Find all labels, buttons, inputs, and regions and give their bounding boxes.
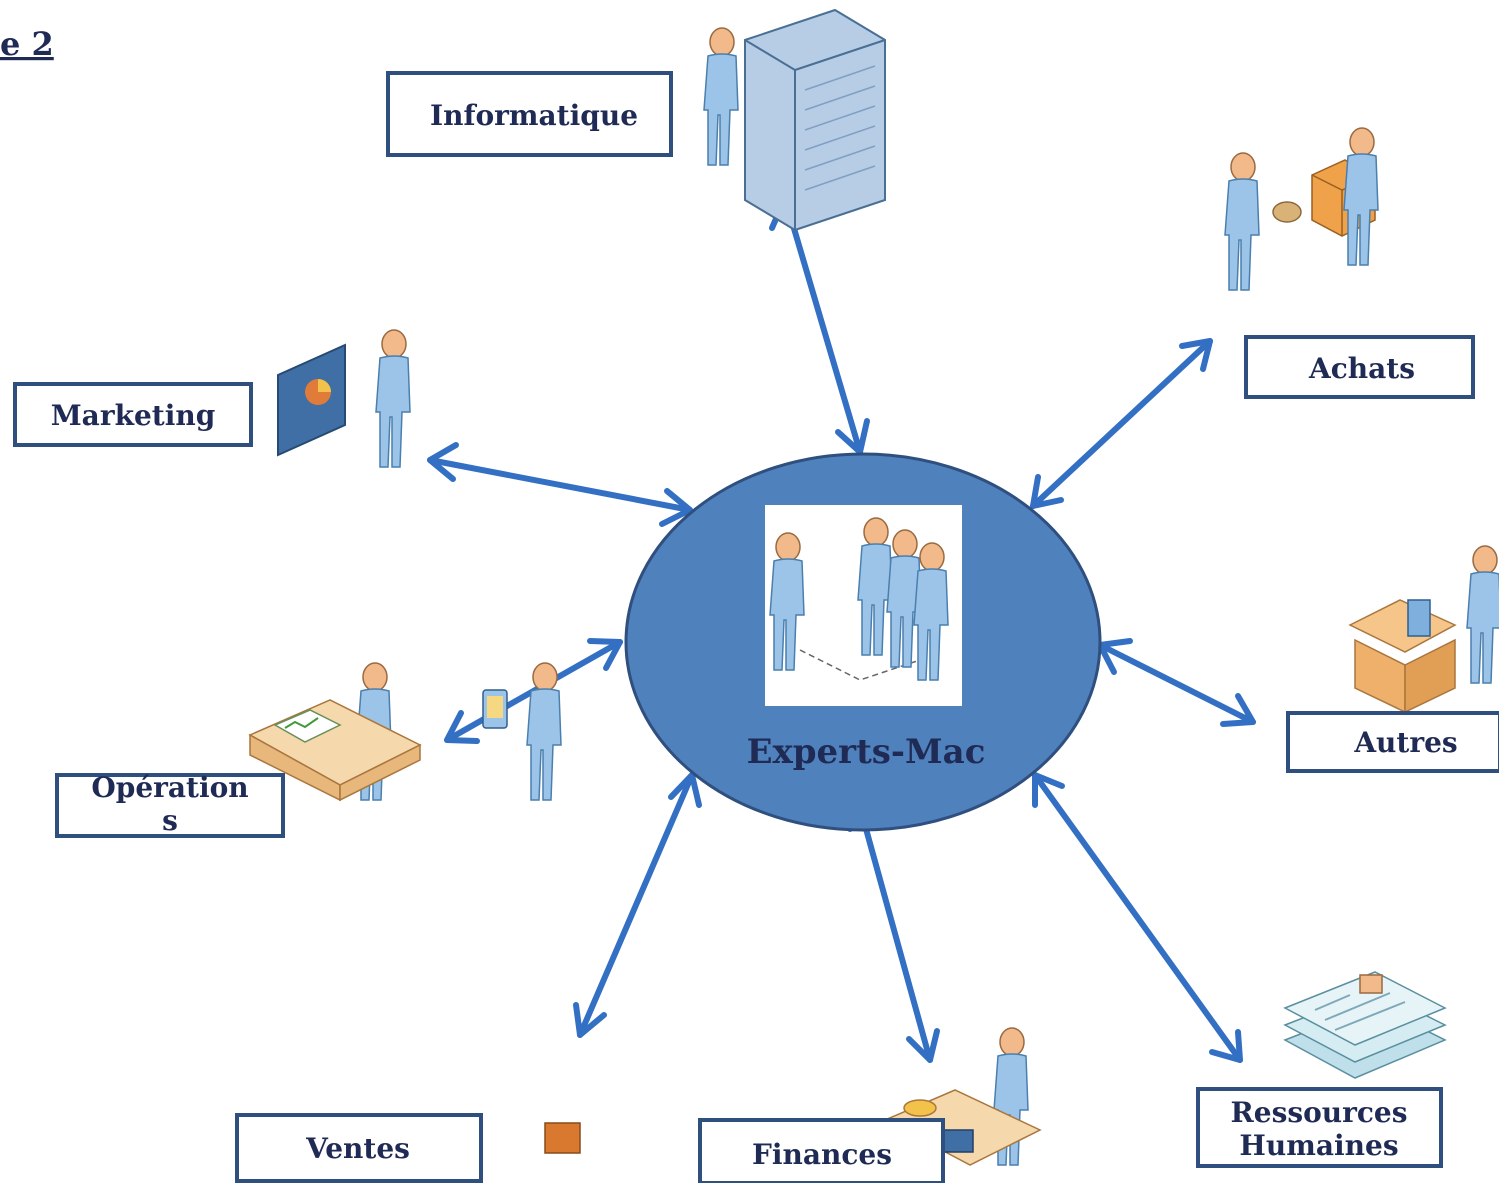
label-box-achats [1244,335,1475,399]
label-box-informatique [386,71,673,157]
label-ventes: Ventes [305,1132,410,1165]
experts-mac-hub: Experts-Mac [624,452,1102,832]
label-box-ventes [235,1113,483,1183]
page-heading-fragment: e 2 [0,25,54,63]
arrow-ressources-humaines [1032,772,1243,1063]
desk-worker-icon [248,662,422,802]
label-box-finances [698,1118,945,1183]
node-achats: Achats [1224,127,1475,399]
arrow-marketing [427,442,693,527]
box-person-icon [1348,545,1499,714]
node-marketing: Marketing [13,329,411,468]
arrow-informatique [769,195,870,455]
label-autres: Autres [1353,726,1457,759]
salesperson-icon [482,662,581,1154]
label-box-marketing [13,382,253,447]
arrow-ventes [573,772,702,1038]
hub-label: Experts-Mac [747,732,986,772]
node-finances: Finances [698,1027,1042,1183]
label-rh-line2: Humaines [1239,1129,1398,1162]
node-ventes: Ventes [235,662,581,1183]
arrow-autres [1097,638,1256,727]
label-box-operations [55,773,285,838]
node-autres: Autres [1286,545,1499,773]
node-operations: Opération s [55,662,422,838]
label-box-autres [1286,711,1499,773]
presentation-person-icon [277,329,411,468]
node-ressources-humaines: Ressources Humaines [1196,971,1447,1168]
arrow-achats [1030,338,1213,509]
arrow-finances [847,797,940,1063]
label-operations-line2: s [162,804,178,837]
resume-documents-icon [1283,971,1447,1079]
label-rh-line1: Ressources [1230,1096,1407,1129]
label-finances: Finances [752,1138,892,1171]
label-achats: Achats [1308,352,1415,385]
server-rack-person-icon [703,8,886,232]
label-operations-line1: Opération [91,771,248,804]
label-box-ressources-humaines [1196,1087,1443,1168]
label-marketing: Marketing [51,399,216,432]
label-informatique: Informatique [430,99,638,132]
node-informatique: Informatique [386,8,886,232]
team-people-icon [765,505,962,706]
delivery-person-icon [1224,127,1379,291]
connector-arrows [427,195,1256,1063]
